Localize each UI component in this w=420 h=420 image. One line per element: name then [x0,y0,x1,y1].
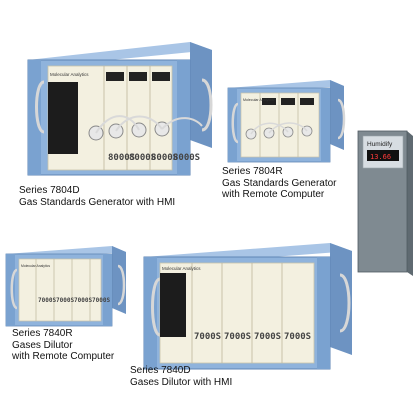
humidifier-display [367,150,399,161]
series-description-line1: Gases Dilutor [12,339,73,351]
module-label: 7000S [194,332,221,342]
hmi-screen [48,82,78,154]
caption-7804d: Series 7804D Gas Standards Generator wit… [19,185,175,208]
humidifier-readout: 13.66 [370,153,391,161]
humidifier-name: Humidify [367,141,393,148]
hmi-screen [160,273,186,337]
series-title: Series 7840R [12,328,73,339]
series-title: Series 7804R [222,166,283,177]
series-description-line2: with Remote Computer [222,189,325,200]
module-label: 7000S [38,297,56,304]
product-7840d: Molecular Analytics 7000S 7000S 7000S 70… [130,235,365,395]
module-label: 8000S [151,153,178,163]
module-label: 7000S [56,297,74,304]
product-7804d: Molecular Analytics 8000S 8000S 8000S 80… [0,0,230,220]
caption-7804r: Series 7804R Gas Standards Generator wit… [222,166,337,201]
humidifier-image: Humidify 13.66 [357,130,413,276]
product-7840r: Molecular Analytics 7000S 7000S 7000S 70… [0,240,140,380]
module-label: 8000S [129,153,156,163]
product-7804r: Molecular Analytics Series 7804R Gas Sta… [210,70,360,210]
series-title: Series 7840D [130,365,191,376]
caption-7840r: Series 7840R Gases Dilutor with Remote C… [12,328,114,363]
module-label: 7000S [254,332,281,342]
module-label: 8000S [108,153,135,163]
brand-label: Molecular Analytics [21,264,50,268]
brand-label: Molecular Analytics [50,72,89,77]
module-label: 8000S [173,153,200,163]
series-title: Series 7804D [19,185,80,196]
series-description-line1: Gas Standards Generator [222,177,337,189]
brand-label: Molecular Analytics [162,266,201,271]
brand-label: Molecular Analytics [243,98,274,102]
series-description: Gases Dilutor with HMI [130,376,233,388]
caption-7840d: Series 7840D Gases Dilutor with HMI [130,365,232,388]
product-humidify: Humidify 13.66 [355,128,417,278]
module-label: 7000S [284,332,311,342]
product-7840r-image: Molecular Analytics 7000S 7000S 7000S 70… [5,246,126,327]
product-7840d-image: Molecular Analytics 7000S 7000S 7000S 70… [143,243,352,370]
product-7804d-image: Molecular Analytics 8000S 8000S 8000S 80… [27,42,213,176]
module-label: 7000S [224,332,251,342]
module-label: 7000S [74,297,92,304]
product-7804r-image: Molecular Analytics [227,80,346,163]
series-description-line2: with Remote Computer [12,351,115,362]
module-label: 7000S [92,297,110,304]
series-description: Gas Standards Generator with HMI [19,196,176,208]
